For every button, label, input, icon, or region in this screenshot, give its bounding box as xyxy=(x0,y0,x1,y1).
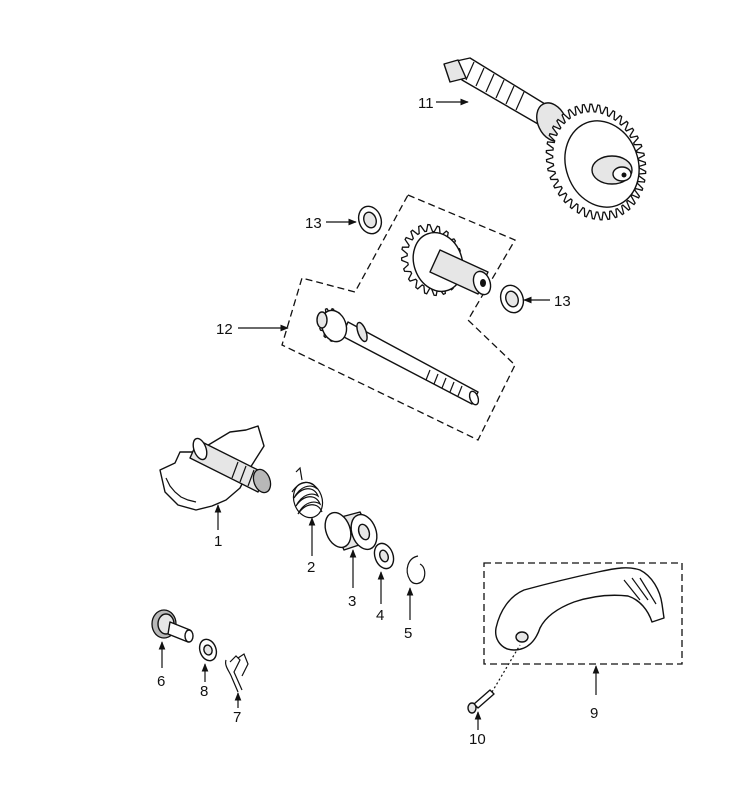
label-6: 6 xyxy=(157,673,165,690)
part-10-bolt[interactable] xyxy=(467,644,521,714)
part-5-circlip[interactable] xyxy=(406,555,426,585)
callout-11: 11 xyxy=(418,95,469,112)
label-1: 1 xyxy=(214,533,222,550)
part-1-kick-spindle-gear[interactable] xyxy=(159,425,274,511)
callout-5: 5 xyxy=(404,587,414,642)
part-7-spring-clip[interactable] xyxy=(225,653,249,693)
part-3-bushing[interactable] xyxy=(321,509,382,553)
label-8: 8 xyxy=(200,683,208,700)
label-7: 7 xyxy=(233,709,241,726)
part-12-assembly-outline xyxy=(281,194,516,441)
label-13-lower: 13 xyxy=(554,293,571,310)
label-10: 10 xyxy=(469,731,486,748)
part-9-assembly-outline xyxy=(483,562,683,665)
part-2-kick-spring[interactable] xyxy=(289,466,328,522)
part-13-washer-upper[interactable] xyxy=(355,203,385,237)
callout-13-upper: 13 xyxy=(305,215,357,232)
callout-8: 8 xyxy=(200,663,209,700)
part-12-small-gear[interactable] xyxy=(400,223,494,299)
label-13-upper: 13 xyxy=(305,215,322,232)
label-4: 4 xyxy=(376,607,384,624)
callout-13-lower: 13 xyxy=(523,293,571,310)
part-6-gear-bushing[interactable] xyxy=(151,609,194,643)
callout-4: 4 xyxy=(376,571,385,624)
part-9-kick-lever[interactable] xyxy=(495,567,665,651)
label-5: 5 xyxy=(404,625,412,642)
label-3: 3 xyxy=(348,593,356,610)
callout-6: 6 xyxy=(157,641,166,690)
label-2: 2 xyxy=(307,559,315,576)
callout-12: 12 xyxy=(216,321,289,338)
part-8-washer[interactable] xyxy=(197,637,220,663)
callout-3: 3 xyxy=(348,549,357,610)
callout-7: 7 xyxy=(233,692,242,726)
part-11-drive-shaft[interactable] xyxy=(443,57,651,221)
callout-10: 10 xyxy=(469,711,486,748)
callout-1: 1 xyxy=(214,504,222,550)
callout-2: 2 xyxy=(307,517,316,576)
callout-9: 9 xyxy=(590,665,600,722)
part-13-washer-lower[interactable] xyxy=(497,282,527,316)
label-9: 9 xyxy=(590,705,598,722)
label-12: 12 xyxy=(216,321,233,338)
part-12-pinion-shaft[interactable] xyxy=(316,307,480,406)
label-11: 11 xyxy=(418,95,434,112)
part-4-washer[interactable] xyxy=(371,541,397,572)
